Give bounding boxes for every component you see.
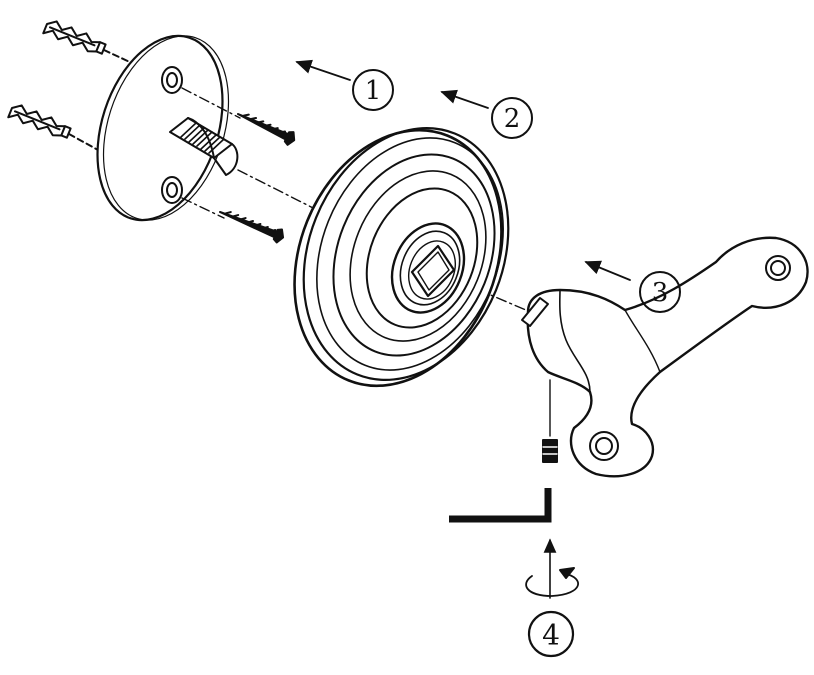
allen-key-icon <box>449 488 552 523</box>
step-3-label: 3 <box>652 278 669 308</box>
mounting-plate-icon <box>96 34 239 222</box>
step-3-circle <box>639 271 681 313</box>
screw-icon <box>219 211 285 244</box>
step-2-label: 2 <box>504 104 521 134</box>
double-hook-icon <box>521 236 809 478</box>
step-2-circle <box>491 97 533 139</box>
screw-icon <box>237 113 296 146</box>
wall-plug-icon <box>7 104 99 151</box>
step-2-arrow <box>440 89 489 109</box>
step-1-arrow <box>295 59 351 81</box>
step-4-label: 4 <box>542 619 560 652</box>
rosette-cover-icon <box>293 127 510 388</box>
step-1-label: 1 <box>365 76 382 106</box>
step-3-arrow <box>584 260 631 281</box>
grub-screw-icon <box>542 379 558 463</box>
rotate-arrow-icon <box>525 538 579 599</box>
step-1-circle <box>352 69 394 111</box>
wall-plug-icon <box>42 20 135 65</box>
step-4-circle <box>527 610 575 658</box>
